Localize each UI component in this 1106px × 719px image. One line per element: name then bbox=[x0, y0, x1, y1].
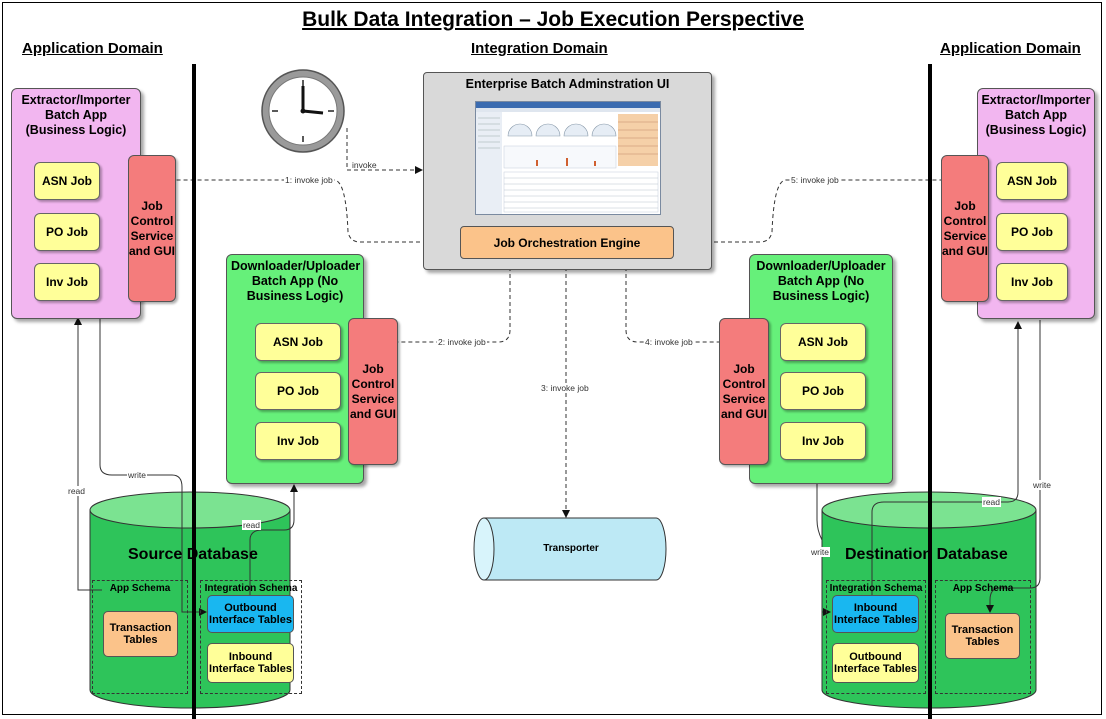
left-extractor-app-title: Extractor/Importer Batch App (Business L… bbox=[21, 93, 131, 137]
edge-label-3: 3: invoke job bbox=[540, 383, 590, 393]
admin-ui-title: Enterprise Batch Adminstration UI bbox=[465, 77, 670, 91]
source-app-schema: App Schema bbox=[92, 580, 188, 694]
dest-db-name: Destination Database bbox=[845, 546, 1008, 563]
left-downloader-app: Downloader/Uploader Batch App (No Busine… bbox=[226, 254, 364, 484]
source-outbound-tables: Outbound Interface Tables bbox=[207, 595, 294, 633]
right-extractor-app-title: Extractor/Importer Batch App (Business L… bbox=[981, 93, 1091, 137]
source-db-name: Source Database bbox=[128, 546, 258, 563]
right-dl-asn-job: ASN Job bbox=[780, 323, 866, 361]
edge-label-read-left: read bbox=[67, 486, 87, 496]
edge-label-read-source: read bbox=[242, 520, 262, 530]
left-dl-inv-job: Inv Job bbox=[255, 422, 341, 460]
source-integration-schema: Integration Schema bbox=[200, 580, 302, 694]
domain-label-left: Application Domain bbox=[22, 40, 163, 57]
left-app-asn-job: ASN Job bbox=[34, 162, 100, 200]
right-dl-po-job: PO Job bbox=[780, 372, 866, 410]
edge-label-read-right: read bbox=[982, 497, 1002, 507]
left-app-po-job: PO Job bbox=[34, 213, 100, 251]
edge-label-write-left: write bbox=[127, 470, 147, 480]
left-app-inv-job: Inv Job bbox=[34, 263, 100, 301]
dest-inbound-tables: Inbound Interface Tables bbox=[832, 595, 919, 633]
edge-label-write-right: write bbox=[1032, 480, 1052, 490]
left-dl-po-job: PO Job bbox=[255, 372, 341, 410]
dest-integration-schema-label: Integration Schema bbox=[829, 583, 923, 594]
dest-app-schema-label: App Schema bbox=[952, 583, 1014, 594]
left-downloader-app-title: Downloader/Uploader Batch App (No Busine… bbox=[231, 259, 361, 303]
left-dl-asn-job: ASN Job bbox=[255, 323, 341, 361]
transporter-cylinder bbox=[473, 517, 667, 581]
dest-app-schema: App Schema bbox=[935, 580, 1031, 694]
right-downloader-app-title: Downloader/Uploader Batch App (No Busine… bbox=[756, 259, 886, 303]
right-extractor-app: Extractor/Importer Batch App (Business L… bbox=[977, 88, 1095, 319]
right-app-po-job: PO Job bbox=[996, 213, 1068, 251]
dashboard-thumbnail-icon bbox=[476, 102, 660, 214]
source-transaction-tables: Transaction Tables bbox=[103, 611, 178, 657]
domain-label-center: Integration Domain bbox=[471, 40, 608, 57]
domain-divider-left bbox=[192, 64, 196, 719]
domain-divider-right bbox=[928, 64, 932, 719]
transporter-label: Transporter bbox=[543, 543, 599, 554]
clock-icon bbox=[261, 69, 345, 153]
domain-label-right: Application Domain bbox=[940, 40, 1081, 57]
edge-label-2: 2: invoke job bbox=[437, 337, 487, 347]
right-app-job-control: Job Control Service and GUI bbox=[941, 155, 989, 302]
left-dl-job-control: Job Control Service and GUI bbox=[348, 318, 398, 465]
right-downloader-app: Downloader/Uploader Batch App (No Busine… bbox=[749, 254, 893, 484]
edge-label-4: 4: invoke job bbox=[644, 337, 694, 347]
admin-ui-panel: Enterprise Batch Adminstration UI bbox=[423, 72, 712, 270]
diagram-title: Bulk Data Integration – Job Execution Pe… bbox=[302, 8, 804, 31]
admin-ui-screenshot bbox=[475, 101, 661, 215]
source-inbound-tables: Inbound Interface Tables bbox=[207, 643, 294, 683]
dest-outbound-tables: Outbound Interface Tables bbox=[832, 643, 919, 683]
right-app-inv-job: Inv Job bbox=[996, 263, 1068, 301]
edge-label-write-dest: write bbox=[810, 547, 830, 557]
right-dl-inv-job: Inv Job bbox=[780, 422, 866, 460]
edge-label-1: 1: invoke job bbox=[284, 175, 334, 185]
left-extractor-app: Extractor/Importer Batch App (Business L… bbox=[11, 88, 141, 319]
dest-transaction-tables: Transaction Tables bbox=[945, 613, 1020, 659]
right-app-asn-job: ASN Job bbox=[996, 162, 1068, 200]
edge-label-5: 5: invoke job bbox=[790, 175, 840, 185]
edge-label-invoke: invoke bbox=[352, 160, 377, 170]
source-integration-schema-label: Integration Schema bbox=[204, 583, 298, 594]
left-app-job-control: Job Control Service and GUI bbox=[128, 155, 176, 302]
source-app-schema-label: App Schema bbox=[109, 583, 171, 594]
job-orchestration-engine: Job Orchestration Engine bbox=[460, 226, 674, 259]
right-dl-job-control: Job Control Service and GUI bbox=[719, 318, 769, 465]
dest-integration-schema: Integration Schema bbox=[826, 580, 926, 694]
